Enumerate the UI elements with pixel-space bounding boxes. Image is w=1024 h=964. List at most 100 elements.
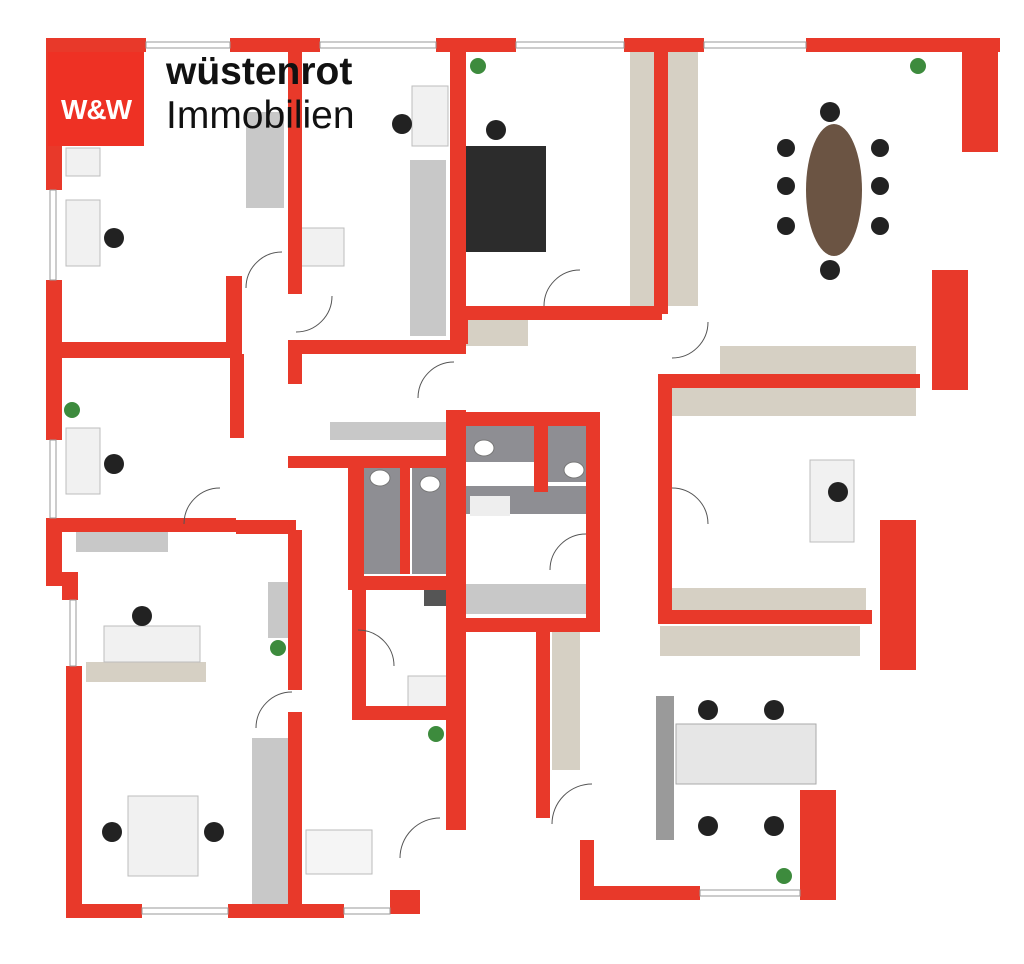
plant-icon [270,640,286,656]
door-swing-icon [543,269,581,307]
dining-table [305,829,373,875]
plant-icon [776,868,792,884]
chair-icon [764,816,784,836]
wall [466,38,516,52]
wall [580,886,700,900]
wall [580,840,594,900]
door-swing-icon [245,251,283,289]
wall [880,520,916,670]
toilet-icon [563,461,585,479]
cabinet [76,530,168,552]
chair-icon [486,120,506,140]
door-swing-icon [671,321,709,359]
window [343,907,391,915]
counter [552,630,580,770]
plant-icon [910,58,926,74]
wall [46,342,236,358]
wall [586,412,600,632]
wall [348,576,460,590]
wall [932,270,968,390]
brand-logo: W&W [48,52,144,146]
wall [658,374,920,388]
plants [64,58,926,884]
chair-icon [132,606,152,626]
window [515,41,625,49]
chair-icon [777,217,795,235]
wall [806,38,1000,52]
desk-icon [411,85,449,147]
cabinet [246,112,284,208]
cabinet [466,584,592,614]
wall [348,460,364,576]
door-swing-icon [551,783,593,825]
toilet-icon [419,475,441,493]
wall [230,354,244,438]
meeting-table [466,146,546,252]
chair-icon [820,102,840,122]
walls [46,38,1000,918]
door-swing-icon [295,295,333,333]
window [703,41,807,49]
toilet-icon [369,469,391,487]
chair-icon [104,228,124,248]
wall [352,576,366,716]
chair-icon [392,114,412,134]
counter [660,626,860,656]
workbench-desk [675,723,817,785]
window [319,41,437,49]
wall [534,412,548,492]
desk-icon [127,795,199,877]
chair-icon [871,217,889,235]
wall [62,572,78,600]
brand-name: wüstenrot [166,50,353,93]
wall [228,904,344,918]
plant-icon [428,726,444,742]
chair-icon [828,482,848,502]
window [49,439,57,519]
wall [288,456,464,468]
washroom-floor [466,422,534,462]
wall [536,618,550,818]
chair-icon [698,700,718,720]
door-swing-icon [357,629,395,667]
door-swing-icon [183,487,221,525]
conference-table [806,124,862,256]
chair-icon [764,700,784,720]
wall [226,276,242,356]
cabinet [410,160,446,336]
window [145,41,231,49]
wall [400,466,410,574]
wall [962,52,998,152]
chair-icon [871,177,889,195]
stove-icon [424,586,446,606]
chair-icon [204,822,224,842]
desk-icon [65,147,101,177]
cabinet [268,582,290,638]
wall [46,38,146,52]
wall [46,518,236,532]
desk-icon [65,427,101,495]
wall [288,712,302,912]
chair-icon [820,260,840,280]
wall [288,340,464,354]
wall [654,38,668,314]
door-swing-icon [255,691,293,729]
chair-icon [104,454,124,474]
window [69,599,77,667]
desk-icon [65,199,101,267]
wall [466,412,596,426]
sink-icon [470,496,510,516]
wall [288,530,302,690]
door-swing-icon [417,361,455,399]
chair-icon [102,822,122,842]
window [141,907,229,915]
chair-icon [871,139,889,157]
chair-icon [777,139,795,157]
brand-logo-text: W&W [60,94,132,125]
furniture [65,52,916,906]
plant-icon [64,402,80,418]
wall [450,38,466,354]
counter [670,384,916,416]
workbench-frame [656,696,674,840]
doors [183,251,709,859]
